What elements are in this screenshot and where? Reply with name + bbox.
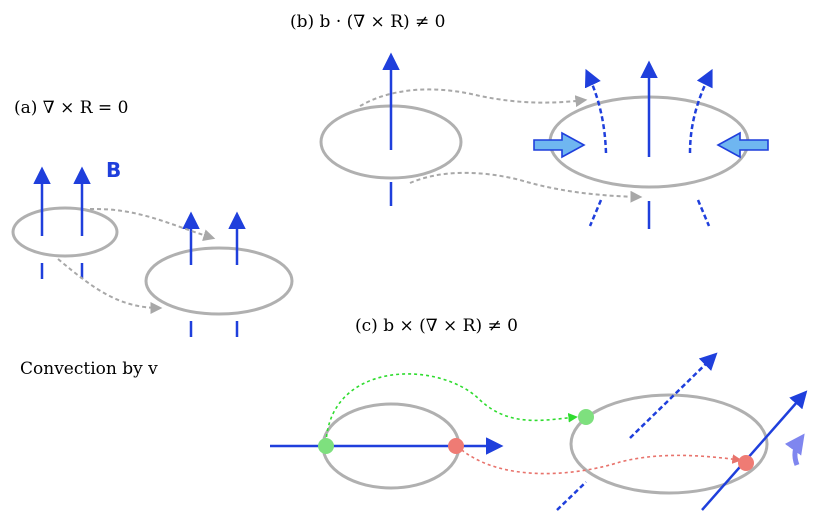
small-flux-loop: [11, 206, 119, 258]
panel-c: (c) b × (∇ × R) ≠ 0: [270, 316, 808, 511]
rotation-arrow-icon: [784, 433, 805, 466]
compression-arrow-left: [716, 131, 769, 159]
large-flux-loop: [144, 246, 294, 316]
convection-path: [409, 171, 643, 203]
tilted-flux-loop: [569, 393, 769, 495]
tilted-field-line: [629, 352, 718, 439]
diverging-field-line: [688, 68, 713, 154]
panel-b-label: (b) b · (∇ × R) ≠ 0: [290, 12, 446, 32]
green-point: [318, 438, 334, 454]
red-point-displaced: [738, 455, 754, 471]
panel-a: (a) ∇ × R = 0 B Convection by v: [11, 98, 294, 379]
convection-path: [359, 88, 588, 108]
green-point-path: [325, 373, 578, 444]
tilted-field-arrow: [701, 390, 808, 511]
panel-c-label: (c) b × (∇ × R) ≠ 0: [355, 316, 518, 336]
panel-a-label: (a) ∇ × R = 0: [14, 98, 128, 118]
panel-b: (b) b · (∇ × R) ≠ 0: [290, 12, 769, 229]
diverging-field-line-segment: [696, 199, 711, 227]
red-point: [448, 438, 464, 454]
green-point-displaced: [578, 409, 594, 425]
convection-path: [57, 258, 163, 314]
diverging-field-line-segment: [588, 199, 603, 227]
red-point-path: [456, 445, 742, 475]
diverging-field-line: [584, 68, 608, 154]
field-label-b: B: [106, 158, 121, 182]
convection-label: Convection by v: [20, 359, 158, 379]
compression-arrow-right: [533, 131, 586, 159]
convection-path: [89, 207, 216, 241]
tilted-field-line-segment: [556, 481, 587, 511]
